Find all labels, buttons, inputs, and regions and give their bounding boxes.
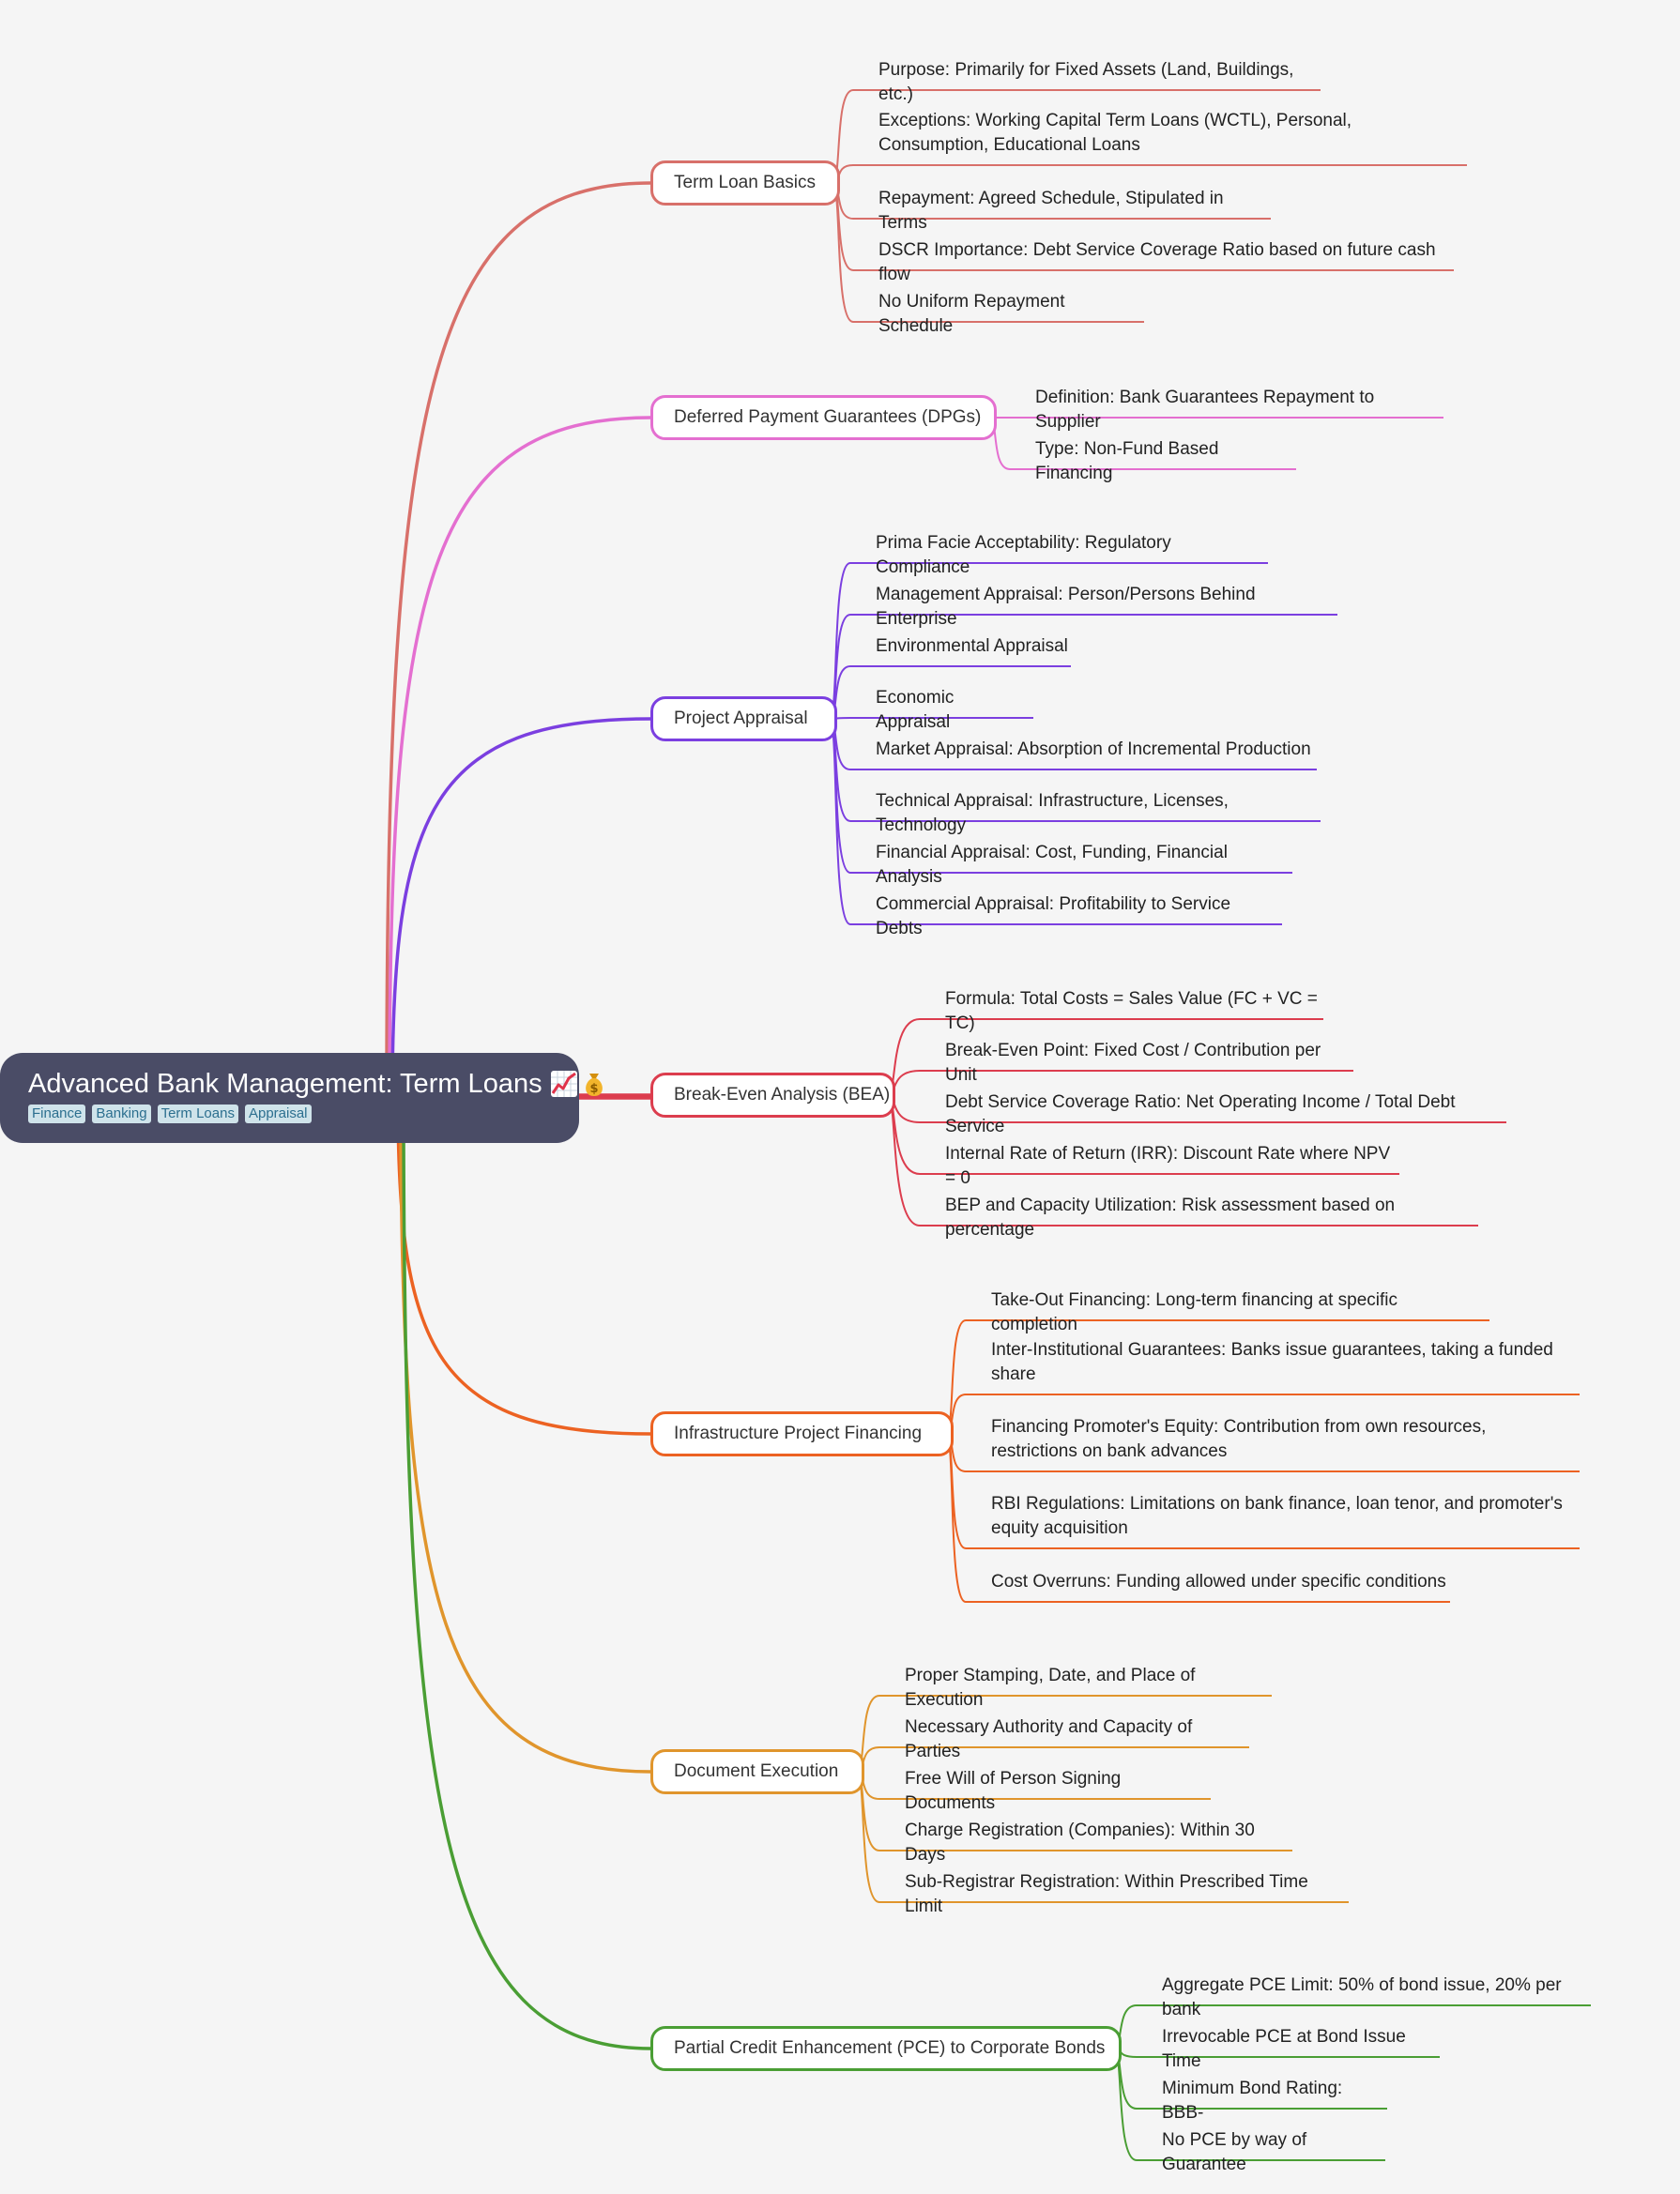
leaf-term-loan-basics-1[interactable]: Purpose: Primarily for Fixed Assets (Lan… — [878, 60, 1294, 104]
branch-partial-credit-enhancement[interactable]: Partial Credit Enhancement (PCE) to Corp… — [650, 2026, 1122, 2071]
leaf-partial-credit-enhancement-3[interactable]: Minimum Bond Rating: BBB- — [1162, 2079, 1343, 2123]
leaf-connector-term-loan-basics-1 — [832, 164, 1467, 184]
tag-appraisal[interactable]: Appraisal — [244, 1105, 312, 1123]
leaf-infrastructure-project-financing-1[interactable]: Take-Out Financing: Long-term financing … — [991, 1290, 1397, 1334]
money-bag-icon: $ — [585, 1074, 603, 1096]
leaf-partial-credit-enhancement-2[interactable]: Irrevocable PCE at Bond Issue Time — [1162, 2027, 1406, 2071]
leaf-project-appraisal-7[interactable]: Financial Appraisal: Cost, Funding, Fina… — [876, 843, 1228, 887]
leaf-break-even-analysis-3[interactable]: Debt Service Coverage Ratio: Net Operati… — [945, 1092, 1456, 1136]
leaf-infrastructure-project-financing-5[interactable]: Cost Overruns: Funding allowed under spe… — [991, 1572, 1446, 1592]
branch-connector-deferred-payment-guarantees — [388, 416, 651, 1099]
tag-term-loans[interactable]: Term Loans — [157, 1105, 238, 1123]
branch-term-loan-basics[interactable]: Term Loan Basics — [650, 160, 840, 206]
branch-connector-partial-credit-enhancement — [402, 1097, 651, 2050]
leaf-term-loan-basics-5[interactable]: No Uniform Repayment Schedule — [878, 292, 1065, 336]
root-title: Advanced Bank Management: Term Loans — [28, 1069, 542, 1099]
branch-break-even-analysis[interactable]: Break-Even Analysis (BEA) — [650, 1073, 895, 1118]
leaf-document-execution-5[interactable]: Sub-Registrar Registration: Within Presc… — [905, 1872, 1308, 1916]
branch-project-appraisal[interactable]: Project Appraisal — [650, 696, 837, 741]
branch-infrastructure-project-financing[interactable]: Infrastructure Project Financing — [650, 1411, 954, 1456]
leaf-partial-credit-enhancement-4[interactable]: No PCE by way of Guarantee — [1162, 2130, 1307, 2174]
leaf-term-loan-basics-4[interactable]: DSCR Importance: Debt Service Coverage R… — [878, 240, 1436, 284]
leaf-project-appraisal-2[interactable]: Management Appraisal: Person/Persons Beh… — [876, 585, 1256, 629]
branch-deferred-payment-guarantees[interactable]: Deferred Payment Guarantees (DPGs) — [650, 395, 997, 440]
leaf-deferred-payment-guarantees-1[interactable]: Definition: Bank Guarantees Repayment to… — [1035, 388, 1375, 432]
leaf-project-appraisal-1[interactable]: Prima Facie Acceptability: Regulatory Co… — [876, 533, 1171, 577]
leaf-project-appraisal-4[interactable]: Economic Appraisal — [876, 688, 955, 732]
leaf-project-appraisal-3[interactable]: Environmental Appraisal — [876, 636, 1068, 656]
leaf-document-execution-1[interactable]: Proper Stamping, Date, and Place of Exec… — [905, 1666, 1196, 1710]
leaf-term-loan-basics-2[interactable]: Exceptions: Working Capital Term Loans (… — [878, 111, 1352, 155]
leaf-partial-credit-enhancement-1[interactable]: Aggregate PCE Limit: 50% of bond issue, … — [1162, 1975, 1562, 2019]
tag-banking[interactable]: Banking — [92, 1105, 151, 1123]
leaf-break-even-analysis-4[interactable]: Internal Rate of Return (IRR): Discount … — [945, 1144, 1391, 1188]
leaf-document-execution-3[interactable]: Free Will of Person Signing Documents — [905, 1769, 1122, 1813]
tag-finance[interactable]: Finance — [28, 1105, 86, 1123]
leaf-project-appraisal-8[interactable]: Commercial Appraisal: Profitability to S… — [876, 894, 1231, 938]
leaf-break-even-analysis-2[interactable]: Break-Even Point: Fixed Cost / Contribut… — [945, 1041, 1321, 1085]
branch-document-execution[interactable]: Document Execution — [650, 1749, 864, 1794]
leaf-infrastructure-project-financing-2[interactable]: Inter-Institutional Guarantees: Banks is… — [991, 1340, 1553, 1384]
root-node[interactable]: Advanced Bank Management: Term Loans $ — [0, 1053, 603, 1143]
chart-increasing-icon — [550, 1071, 577, 1097]
root-tags: Finance Banking Term Loans Appraisal — [28, 1105, 579, 1123]
leaf-document-execution-2[interactable]: Necessary Authority and Capacity of Part… — [905, 1717, 1193, 1761]
leaf-infrastructure-project-financing-4[interactable]: RBI Regulations: Limitations on bank fin… — [991, 1494, 1563, 1538]
branch-connector-term-loan-basics — [385, 181, 651, 1099]
branch-connector-document-execution — [399, 1097, 651, 1774]
leaf-term-loan-basics-3[interactable]: Repayment: Agreed Schedule, Stipulated i… — [878, 189, 1224, 233]
leaf-project-appraisal-5[interactable]: Market Appraisal: Absorption of Incremen… — [876, 739, 1311, 759]
leaf-document-execution-4[interactable]: Charge Registration (Companies): Within … — [905, 1821, 1255, 1865]
leaf-break-even-analysis-1[interactable]: Formula: Total Costs = Sales Value (FC +… — [945, 989, 1318, 1033]
leaf-break-even-analysis-5[interactable]: BEP and Capacity Utilization: Risk asses… — [945, 1196, 1396, 1240]
branch-connector-infrastructure-project-financing — [396, 1097, 651, 1436]
branch-connector-project-appraisal — [390, 717, 651, 1099]
leaf-infrastructure-project-financing-3[interactable]: Financing Promoter's Equity: Contributio… — [991, 1417, 1487, 1461]
svg-text:$: $ — [589, 1082, 598, 1096]
leaf-project-appraisal-6[interactable]: Technical Appraisal: Infrastructure, Lic… — [876, 791, 1229, 835]
leaf-deferred-payment-guarantees-2[interactable]: Type: Non-Fund Based Financing — [1035, 439, 1219, 483]
